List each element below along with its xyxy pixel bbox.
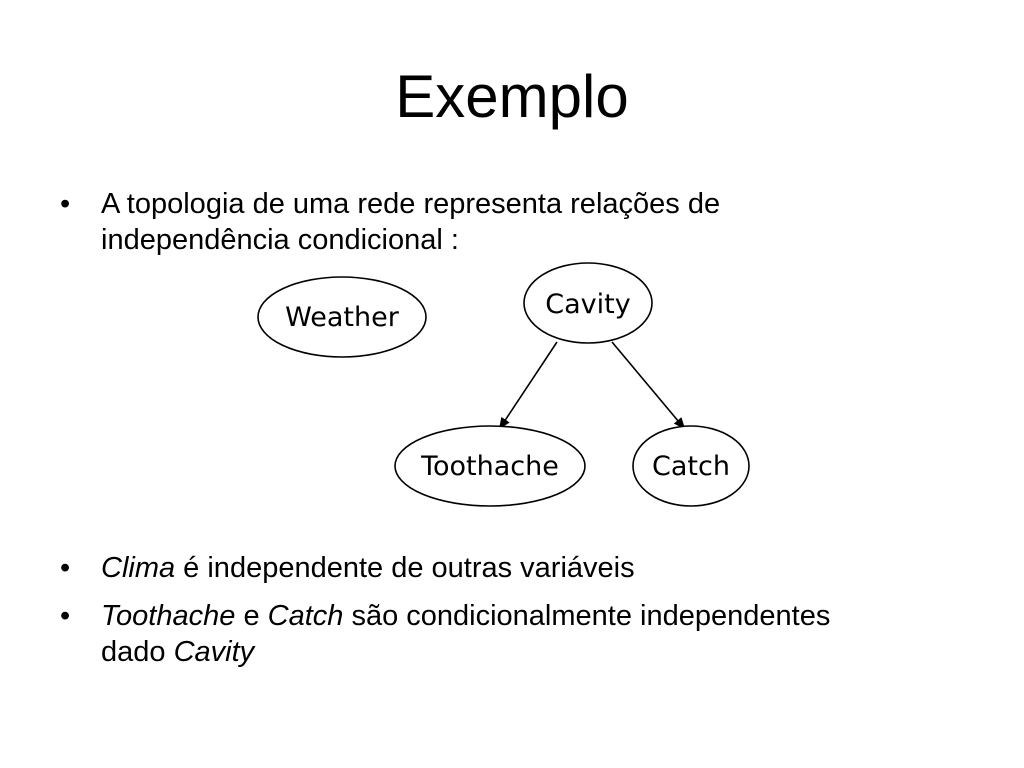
- edge-cavity-catch: [611, 341, 686, 430]
- node-catch-label: Catch: [652, 451, 730, 482]
- bullet-text: A topologia de uma rede representa relaç…: [101, 188, 721, 256]
- node-toothache-label: Toothache: [420, 451, 559, 482]
- bullet-marker: •: [60, 552, 71, 584]
- bullet-text-middle: são condicionalmente independentes dado: [101, 600, 831, 668]
- bullet-text-e: e: [235, 600, 268, 632]
- bullet-marker: •: [60, 188, 71, 220]
- node-weather-label: Weather: [285, 302, 400, 333]
- node-cavity-label: Cavity: [545, 289, 630, 320]
- node-catch: Catch: [632, 425, 750, 507]
- term-toothache: Toothache: [101, 600, 236, 632]
- node-toothache: Toothache: [394, 425, 586, 507]
- node-weather: Weather: [257, 276, 427, 358]
- bullet-clima: • Clima é independente de outras variáve…: [60, 550, 880, 586]
- bullet-text-rest: é independente de outras variáveis: [175, 552, 635, 584]
- term-cavity: Cavity: [173, 636, 255, 668]
- bullet-text: Toothache e Catch são condicionalmente i…: [101, 598, 880, 670]
- slide-title: Exemplo: [395, 63, 629, 130]
- bullet-topology: • A topologia de uma rede representa rel…: [60, 186, 880, 258]
- term-clima: Clima: [101, 552, 176, 584]
- bullet-text: Clima é independente de outras variáveis: [101, 550, 880, 586]
- term-catch: Catch: [267, 600, 344, 632]
- edge-cavity-toothache: [498, 341, 558, 430]
- node-cavity: Cavity: [523, 262, 653, 344]
- bullet-conditional-independence: • Toothache e Catch são condicionalmente…: [60, 598, 880, 670]
- bullet-marker: •: [60, 600, 71, 632]
